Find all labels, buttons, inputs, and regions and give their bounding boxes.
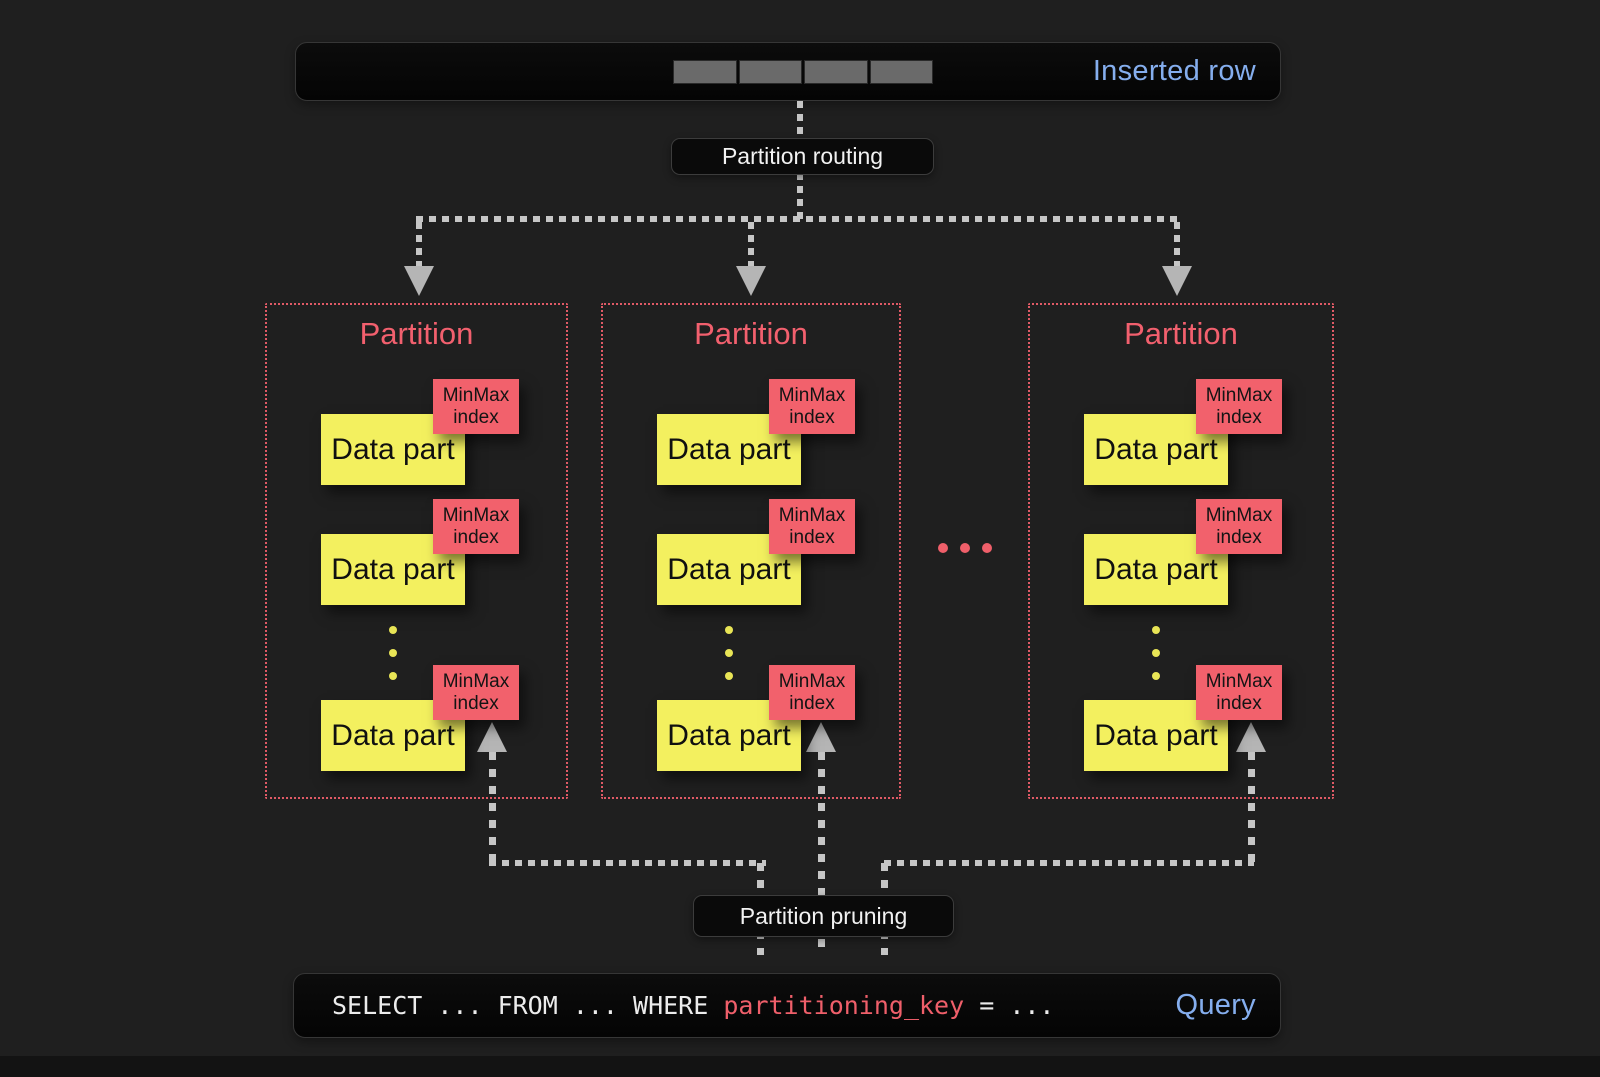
routing-branch-middle bbox=[748, 222, 754, 266]
partition-pruning-pill: Partition pruning bbox=[693, 895, 954, 937]
dot bbox=[389, 649, 397, 657]
pruning-line-p2 bbox=[818, 752, 825, 955]
bottom-strip bbox=[0, 1056, 1600, 1077]
arrow-down-icon bbox=[1162, 266, 1192, 296]
dot bbox=[938, 543, 948, 553]
partition-title: Partition bbox=[694, 316, 808, 351]
dot bbox=[725, 626, 733, 634]
sql-text: SELECT ... FROM ... WHERE partitioning_k… bbox=[332, 991, 1054, 1020]
minmax-index-tag: MinMax index bbox=[1196, 665, 1282, 720]
sql-prefix: SELECT ... FROM ... WHERE bbox=[332, 991, 724, 1020]
dot bbox=[389, 672, 397, 680]
dot bbox=[982, 543, 992, 553]
partition-box-1: Partition MinMax index Data part MinMax … bbox=[265, 303, 568, 799]
inserted-row-label: Inserted row bbox=[1092, 55, 1256, 87]
sql-partitioning-key: partitioning_key bbox=[723, 991, 965, 1020]
row-cell bbox=[738, 60, 802, 84]
minmax-index-tag: MinMax index bbox=[433, 665, 519, 720]
pruning-line-horizontal-left bbox=[489, 860, 766, 866]
data-part-box: Data part bbox=[321, 414, 465, 485]
arrow-up-icon bbox=[806, 722, 836, 752]
pruning-line-p1 bbox=[489, 752, 496, 863]
pruning-line-horizontal-right bbox=[884, 860, 1254, 866]
row-cell bbox=[804, 60, 868, 84]
partition-title: Partition bbox=[359, 316, 474, 351]
routing-branch-right bbox=[1174, 222, 1180, 266]
dot bbox=[389, 626, 397, 634]
dot bbox=[960, 543, 970, 553]
partition-title: Partition bbox=[1124, 316, 1238, 351]
dot bbox=[1152, 649, 1160, 657]
dot bbox=[1152, 672, 1160, 680]
dot bbox=[725, 649, 733, 657]
minmax-index-tag: MinMax index bbox=[769, 665, 855, 720]
pruning-line-p3 bbox=[1248, 752, 1255, 863]
inserted-row-box: Inserted row bbox=[295, 42, 1281, 101]
sql-suffix: = ... bbox=[964, 991, 1055, 1020]
partition-box-3: Partition MinMax index Data part MinMax … bbox=[1028, 303, 1334, 799]
dot bbox=[1152, 626, 1160, 634]
minmax-index-tag: MinMax index bbox=[1196, 379, 1282, 434]
row-cell bbox=[673, 60, 737, 84]
partition-routing-pill: Partition routing bbox=[671, 138, 934, 175]
more-parts-dots bbox=[1152, 626, 1160, 680]
arrow-up-icon bbox=[477, 722, 507, 752]
minmax-index-tag: MinMax index bbox=[769, 499, 855, 554]
more-parts-dots bbox=[725, 626, 733, 680]
routing-branch-left bbox=[416, 222, 422, 266]
dot bbox=[725, 672, 733, 680]
routing-line-mid bbox=[797, 173, 803, 219]
routing-line-top bbox=[797, 101, 803, 138]
partition-box-2: Partition MinMax index Data part MinMax … bbox=[601, 303, 901, 799]
row-cell bbox=[869, 60, 933, 84]
minmax-index-tag: MinMax index bbox=[1196, 499, 1282, 554]
query-box: SELECT ... FROM ... WHERE partitioning_k… bbox=[293, 973, 1281, 1038]
routing-line-horizontal bbox=[416, 216, 1183, 222]
more-parts-dots bbox=[389, 626, 397, 680]
arrow-down-icon bbox=[736, 266, 766, 296]
minmax-index-tag: MinMax index bbox=[433, 499, 519, 554]
partitions-ellipsis bbox=[938, 543, 992, 553]
inserted-row-cells bbox=[673, 60, 933, 84]
arrow-down-icon bbox=[404, 266, 434, 296]
minmax-index-tag: MinMax index bbox=[769, 379, 855, 434]
minmax-index-tag: MinMax index bbox=[433, 379, 519, 434]
query-label: Query bbox=[1175, 989, 1256, 1021]
arrow-up-icon bbox=[1236, 722, 1266, 752]
